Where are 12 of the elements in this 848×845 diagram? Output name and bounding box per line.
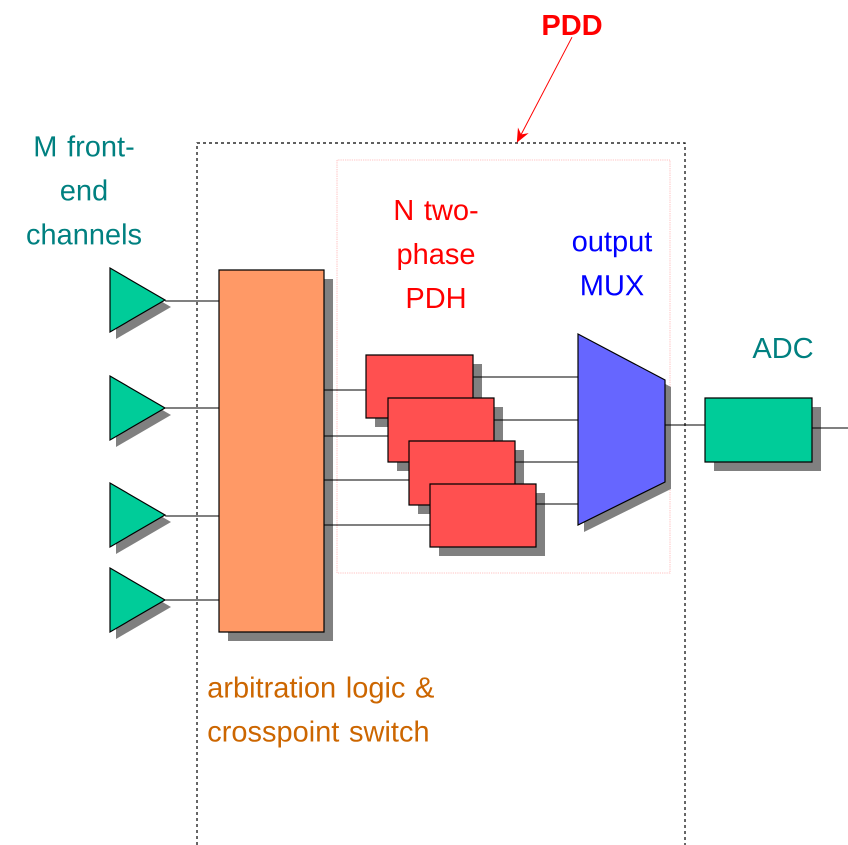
connector-line xyxy=(324,524,430,526)
connector-line xyxy=(472,376,578,378)
block-label: N two-phase PDH xyxy=(396,200,478,308)
connector-line xyxy=(664,424,706,426)
title-text: PDD xyxy=(543,15,602,35)
connector-line xyxy=(164,300,220,302)
block-label: output MUX xyxy=(572,232,652,296)
pdh-box xyxy=(429,483,545,556)
block-label: ADC xyxy=(752,338,812,358)
block-label: arbitration logic & crosspoint switch xyxy=(208,676,434,748)
dashed-boundary xyxy=(196,142,686,845)
heading-text: M front-end channels xyxy=(27,135,141,245)
